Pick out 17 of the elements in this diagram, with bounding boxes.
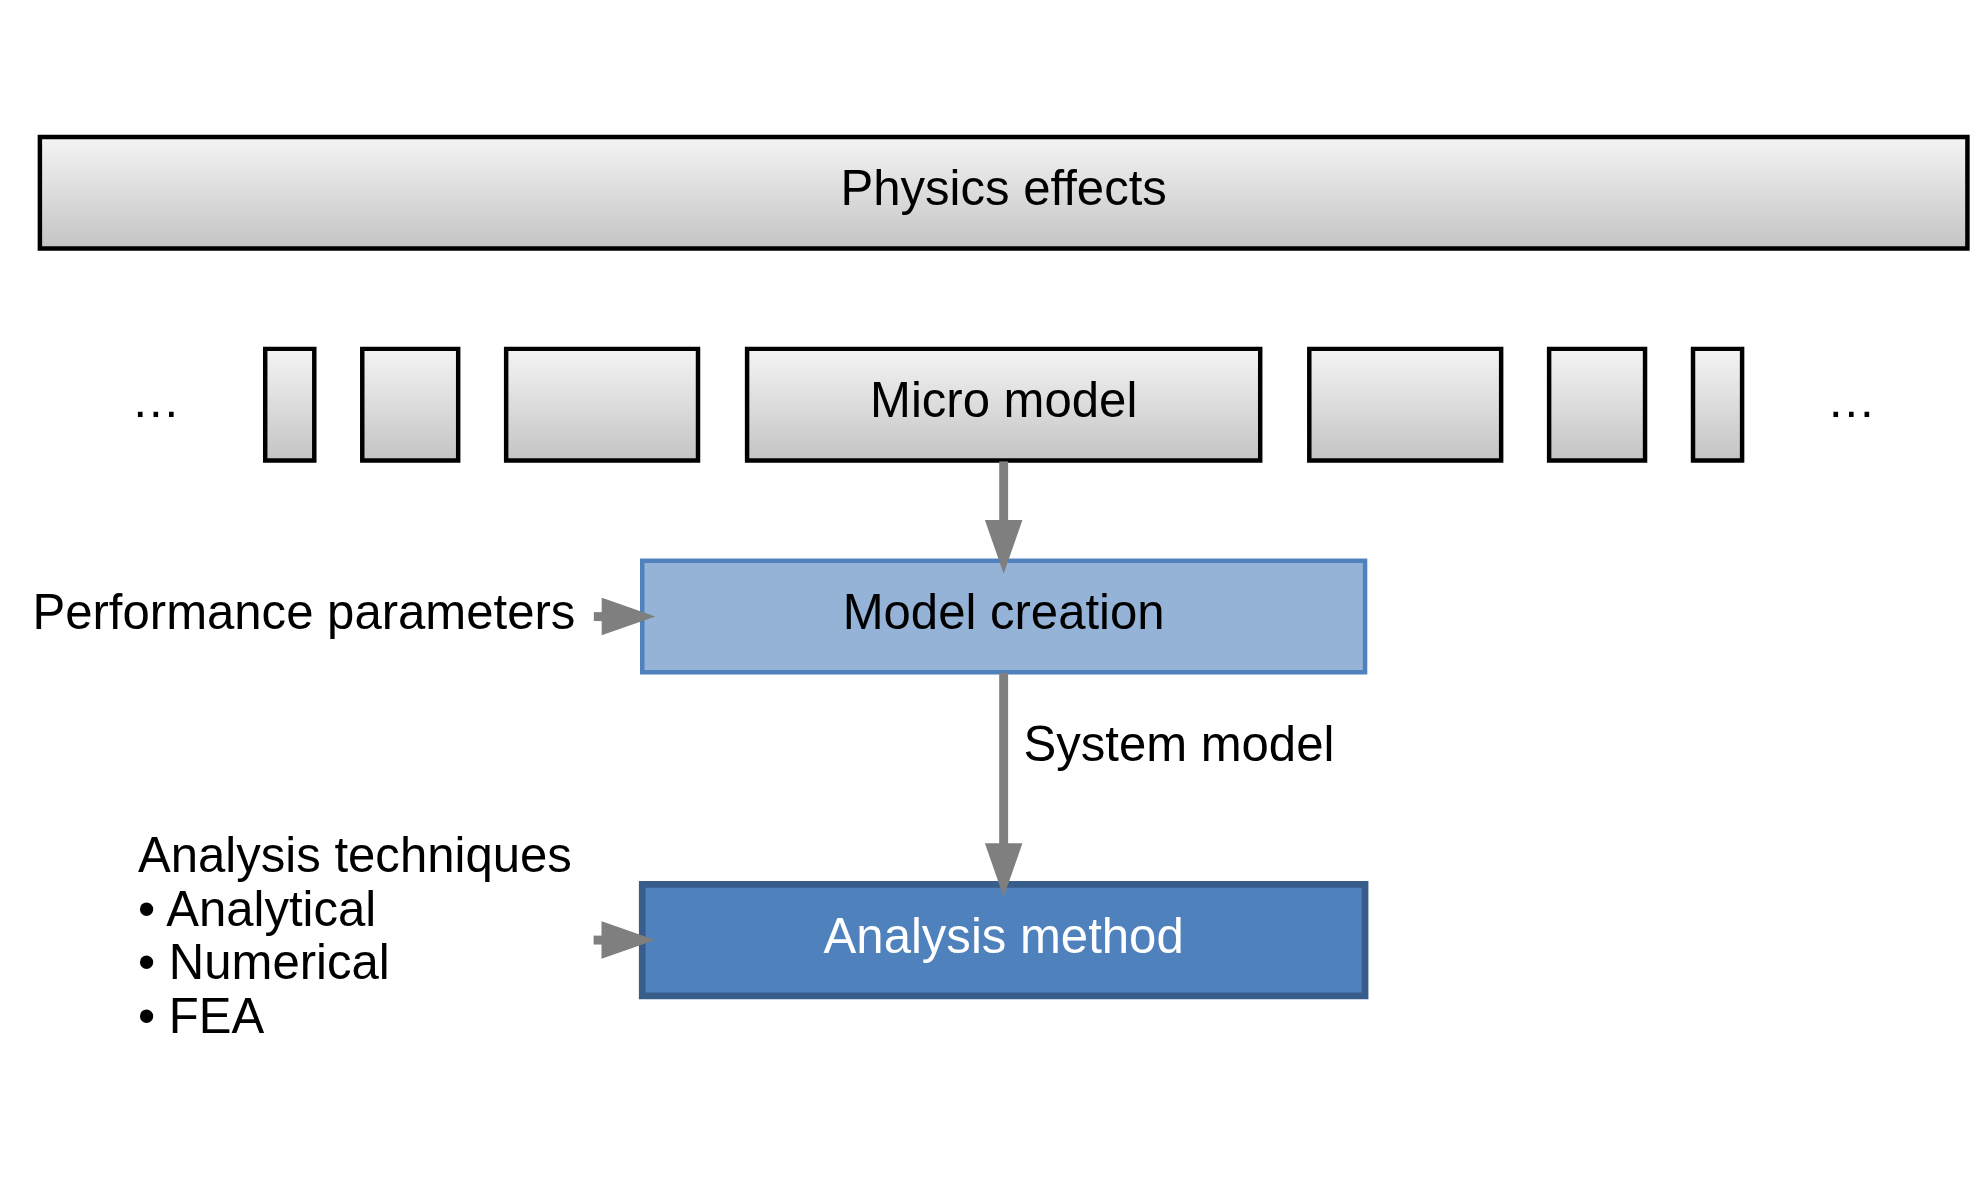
node-box: Analysis method bbox=[638, 880, 1369, 1000]
node-text: Analysis techniques • Analytical • Numerical • FEA bbox=[138, 828, 572, 1043]
node-box bbox=[503, 346, 701, 463]
node-text: Performance parameters bbox=[32, 585, 576, 640]
node-box: Micro model bbox=[744, 346, 1263, 463]
node-box: Physics effects bbox=[37, 134, 1970, 251]
node-box bbox=[1690, 346, 1745, 463]
node-box bbox=[262, 346, 317, 463]
node-box bbox=[360, 346, 461, 463]
label: … bbox=[131, 373, 181, 428]
edge-label: System model bbox=[1023, 716, 1335, 771]
arrow bbox=[984, 461, 1023, 574]
node-box: Model creation bbox=[640, 558, 1368, 675]
node-box bbox=[1307, 346, 1504, 463]
node-box bbox=[1546, 346, 1648, 463]
label: … bbox=[1826, 373, 1876, 428]
arrow bbox=[984, 672, 1023, 897]
